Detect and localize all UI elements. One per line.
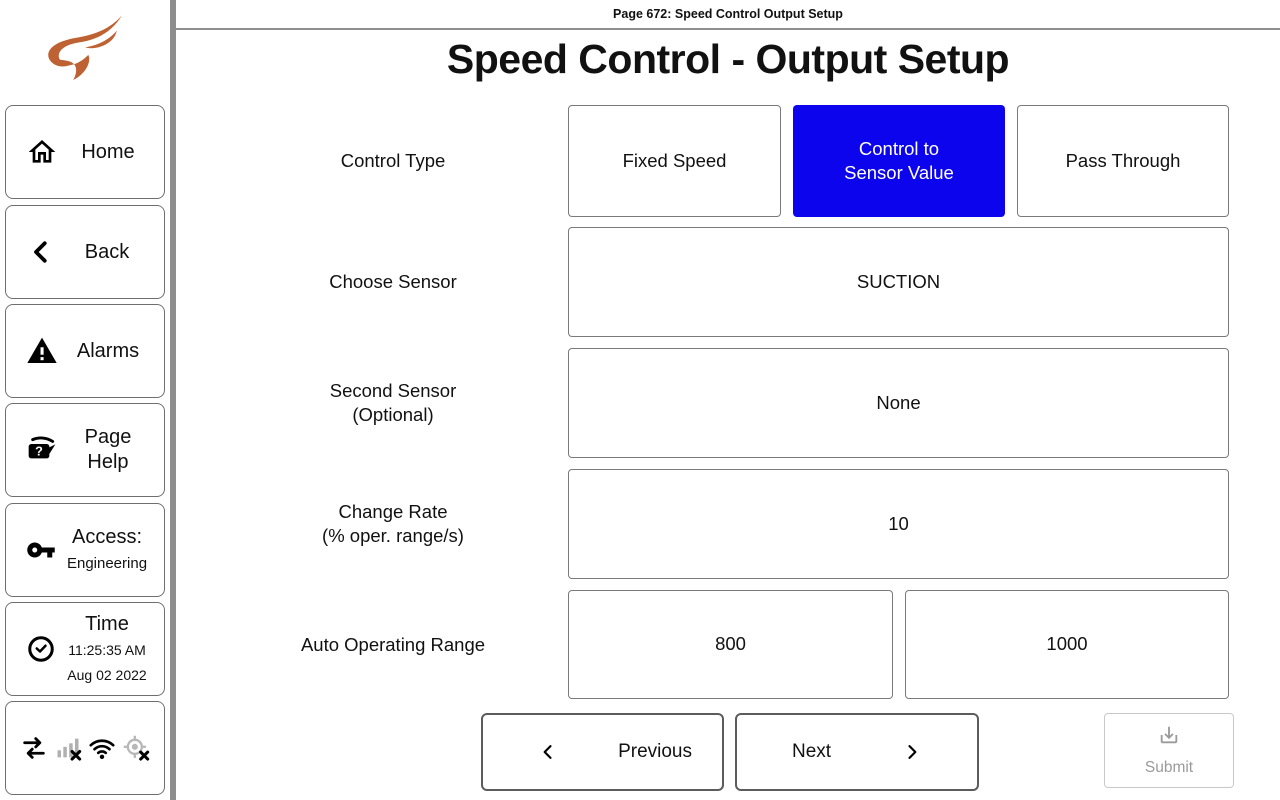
page-title: Speed Control - Output Setup xyxy=(446,36,1010,82)
next-label: Next xyxy=(792,741,832,762)
svg-text:?: ? xyxy=(35,444,43,458)
company-logo xyxy=(0,8,170,100)
control-type-label: Control Type xyxy=(340,149,446,171)
alarms-label: Alarms xyxy=(76,339,140,362)
chevron-left-icon xyxy=(538,742,558,762)
access-button[interactable]: Access: Engineering xyxy=(5,503,165,597)
page-help-button[interactable]: ? Page Help xyxy=(5,403,165,497)
auto-operating-range-label: Auto Operating Range xyxy=(300,633,486,655)
access-label: Access: xyxy=(71,526,143,548)
page-breadcrumb: Page 672: Speed Control Output Setup xyxy=(613,7,843,21)
time-button[interactable]: Time 11:25:35 AM Aug 02 2022 xyxy=(5,602,165,696)
second-sensor-label: Second Sensor (Optional) xyxy=(329,379,457,425)
home-icon xyxy=(26,136,58,168)
control-type-option-control-to-sensor-value[interactable]: Control to Sensor Value xyxy=(793,105,1005,217)
back-label: Back xyxy=(84,240,130,263)
choose-sensor-label: Choose Sensor xyxy=(329,270,457,292)
wifi-icon xyxy=(88,734,116,762)
home-button[interactable]: Home xyxy=(5,105,165,199)
alarms-button[interactable]: Alarms xyxy=(5,304,165,398)
change-rate-input[interactable]: 10 xyxy=(568,469,1229,579)
chevron-right-icon xyxy=(902,742,922,762)
submit-label: Submit xyxy=(1144,759,1194,776)
submit-download-icon xyxy=(1158,724,1180,751)
cell-signal-disabled-icon xyxy=(54,734,82,762)
help-bubble-icon: ? xyxy=(26,434,58,466)
header-divider-line xyxy=(176,28,1280,30)
time-label: Time xyxy=(85,612,129,635)
flame-swoosh-logo xyxy=(48,15,122,81)
chevron-left-icon xyxy=(26,237,56,267)
gps-disabled-icon xyxy=(122,734,150,762)
control-type-option-pass-through[interactable]: Pass Through xyxy=(1017,105,1229,217)
warning-icon xyxy=(26,335,58,367)
ethernet-link-icon xyxy=(20,734,48,762)
connectivity-status-panel xyxy=(5,701,165,795)
home-label: Home xyxy=(81,140,135,163)
previous-button[interactable]: Previous xyxy=(481,713,724,791)
access-level: Engineering xyxy=(66,555,148,572)
previous-label: Previous xyxy=(618,741,692,762)
date-value: Aug 02 2022 xyxy=(67,666,147,683)
next-button[interactable]: Next xyxy=(735,713,979,791)
change-rate-label: Change Rate (% oper. range/s) xyxy=(322,500,464,546)
control-type-option-fixed-speed[interactable]: Fixed Speed xyxy=(568,105,781,217)
sidebar-divider xyxy=(170,0,176,800)
choose-sensor-button[interactable]: SUCTION xyxy=(568,227,1229,337)
page-help-label: Page Help xyxy=(84,426,132,473)
clock-icon xyxy=(26,634,56,664)
submit-button[interactable]: Submit xyxy=(1104,713,1234,788)
key-icon xyxy=(26,535,56,565)
auto-range-min-input[interactable]: 800 xyxy=(568,590,893,699)
second-sensor-button[interactable]: None xyxy=(568,348,1229,458)
main-content: Page 672: Speed Control Output Setup Spe… xyxy=(176,0,1280,800)
sidebar: Home Back Alarms xyxy=(0,0,170,800)
auto-range-max-input[interactable]: 1000 xyxy=(905,590,1229,699)
back-button[interactable]: Back xyxy=(5,205,165,299)
time-value: 11:25:35 AM xyxy=(68,641,146,658)
